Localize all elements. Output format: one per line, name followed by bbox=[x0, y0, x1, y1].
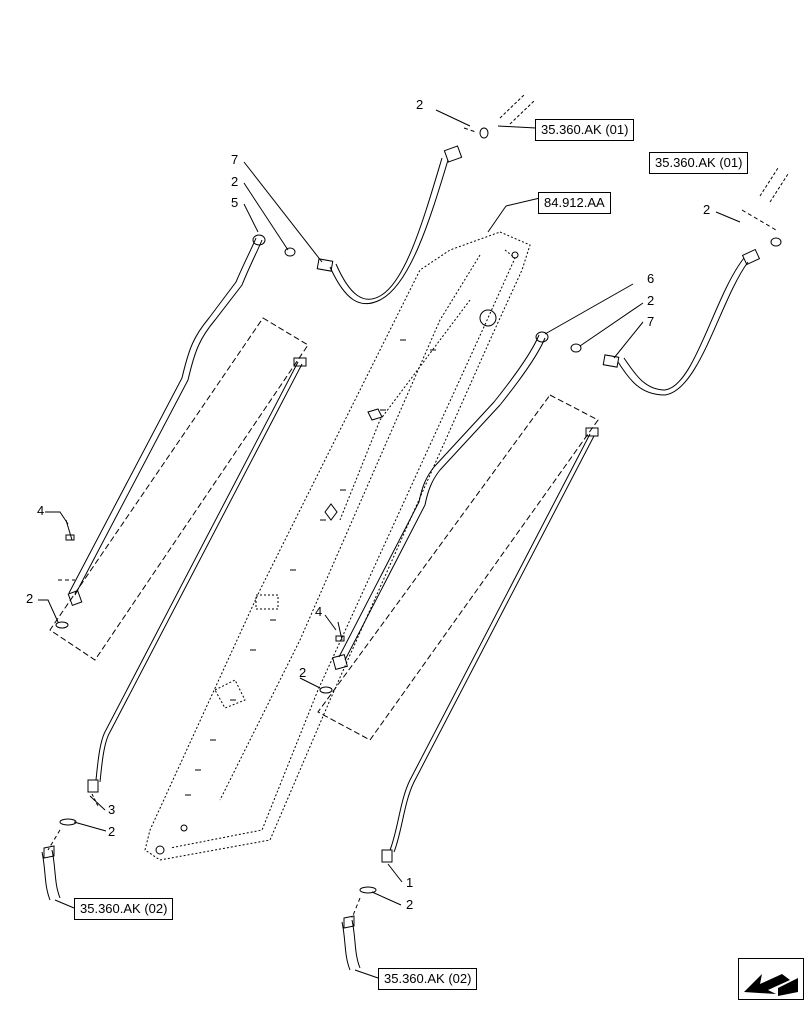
callout-5-left: 5 bbox=[231, 195, 239, 210]
callout-4-mid: 4 bbox=[315, 604, 323, 619]
callout-4-left: 4 bbox=[37, 503, 45, 518]
hose-right bbox=[570, 237, 782, 396]
callout-2-mid: 2 bbox=[299, 665, 307, 680]
arrow-navigation-icon[interactable] bbox=[738, 958, 804, 1024]
hose-left bbox=[284, 145, 463, 305]
mid-small-parts bbox=[319, 621, 345, 694]
leader-lines bbox=[38, 161, 644, 906]
callout-7-left: 7 bbox=[231, 152, 239, 167]
hydraulic-lines-diagram bbox=[38, 94, 789, 979]
pipe-left-long bbox=[49, 317, 309, 807]
ref-box-ak02-right[interactable]: 35.360.AK (02) bbox=[378, 968, 478, 990]
callout-7-right: 7 bbox=[647, 314, 655, 329]
left-lower-connection bbox=[41, 818, 77, 909]
boom-details bbox=[155, 251, 519, 855]
boom-outline bbox=[144, 231, 531, 861]
callout-6-right: 6 bbox=[647, 271, 655, 286]
pipe-right-long bbox=[317, 394, 599, 863]
pipe-left-upper bbox=[67, 234, 266, 606]
top-connection bbox=[435, 94, 537, 139]
ref-box-ak01-top[interactable]: 35.360.AK (01) bbox=[535, 119, 635, 141]
callout-2-right-top: 2 bbox=[703, 202, 711, 217]
callout-2-top: 2 bbox=[416, 97, 424, 112]
left-small-parts bbox=[55, 519, 75, 629]
callout-1-right: 1 bbox=[406, 875, 414, 890]
callout-2-right: 2 bbox=[647, 293, 655, 308]
ref-box-boom[interactable]: 84.912.AA bbox=[538, 192, 611, 214]
right-lower-connection bbox=[341, 886, 379, 979]
right-upper-connection bbox=[715, 167, 789, 231]
ref-box-ak01-right[interactable]: 35.360.AK (01) bbox=[649, 152, 749, 174]
pipe-right-upper bbox=[332, 331, 549, 670]
callout-2-left-mid: 2 bbox=[26, 591, 34, 606]
callout-2-left-low: 2 bbox=[108, 824, 116, 839]
callout-3-left: 3 bbox=[108, 802, 116, 817]
callout-2-left-upper: 2 bbox=[231, 174, 239, 189]
ref-box-ak02-left[interactable]: 35.360.AK (02) bbox=[74, 898, 174, 920]
callout-2-right-low: 2 bbox=[406, 897, 414, 912]
